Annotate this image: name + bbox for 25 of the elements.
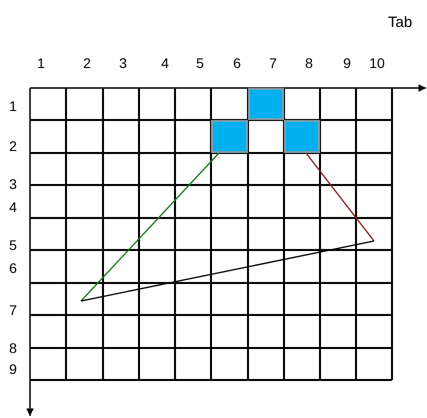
row-number: 1 [9, 98, 17, 114]
highlighted-cell [248, 88, 284, 120]
column-number: 6 [233, 55, 241, 71]
triangle-side-line [305, 152, 375, 242]
row-number: 4 [9, 199, 17, 215]
triangle-side-line [80, 152, 220, 302]
column-number: 8 [305, 55, 313, 71]
header-text: Tab [388, 15, 412, 31]
row-number: 3 [9, 176, 17, 192]
column-number: 3 [119, 55, 127, 71]
column-number: 4 [161, 55, 169, 71]
row-number: 7 [9, 302, 17, 318]
column-number: 10 [369, 55, 385, 71]
column-number: 1 [37, 55, 45, 71]
highlighted-cell [284, 120, 320, 153]
column-number: 5 [196, 55, 204, 71]
row-number: 5 [9, 237, 17, 253]
row-number: 2 [9, 138, 17, 154]
row-number: 8 [9, 340, 17, 356]
row-number: 6 [9, 260, 17, 276]
highlighted-cell [211, 120, 248, 153]
column-number: 7 [269, 55, 277, 71]
row-number: 9 [9, 361, 17, 377]
column-number: 9 [343, 55, 351, 71]
column-number: 2 [83, 55, 91, 71]
